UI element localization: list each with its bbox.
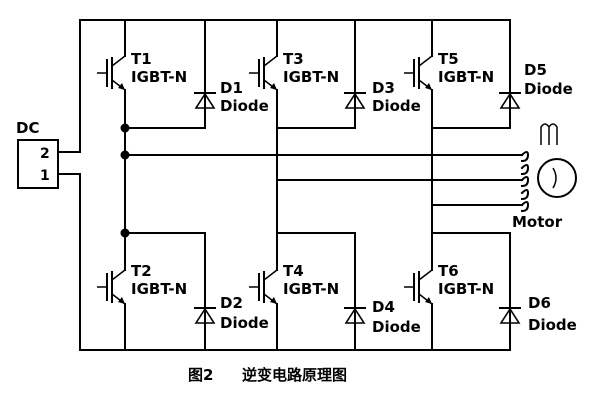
motor: Motor — [512, 123, 577, 231]
dc-pin-bottom: 1 — [40, 168, 50, 184]
d5-type: Diode — [524, 80, 573, 98]
positive-rail-wire — [57, 19, 511, 153]
t2-type: IGBT-N — [131, 280, 187, 298]
winding-b — [520, 176, 530, 201]
junction-dot — [120, 228, 130, 238]
figure-caption: 图2 逆变电路原理图 — [188, 366, 347, 384]
diode-d2: D2 Diode — [194, 294, 269, 332]
d2-type: Diode — [220, 314, 269, 332]
junction-dot — [120, 150, 130, 160]
motor-coil-icon — [540, 123, 558, 145]
t3-type: IGBT-N — [283, 68, 339, 86]
diode-d1: D1 Diode — [194, 79, 269, 115]
t1-id: T1 — [131, 50, 152, 68]
winding-a — [520, 151, 530, 176]
switch-t5: T5 IGBT-N — [403, 47, 494, 99]
caption-title: 逆变电路原理图 — [242, 366, 347, 384]
dc-pin-top: 2 — [40, 146, 50, 162]
switch-t6: T6 IGBT-N — [403, 261, 494, 313]
d3-type: Diode — [372, 97, 421, 115]
caption-figure-no: 图2 — [188, 366, 213, 384]
junction-dots — [120, 123, 130, 238]
dc-box — [17, 139, 59, 189]
junction-dot — [120, 123, 130, 133]
t2-id: T2 — [131, 262, 152, 280]
dc-source: DC 2 1 — [16, 119, 59, 189]
t4-id: T4 — [283, 262, 304, 280]
d1-type: Diode — [220, 97, 269, 115]
diode-d6: D6 Diode — [499, 294, 577, 334]
dc-label: DC — [16, 119, 39, 137]
winding-c — [520, 201, 530, 213]
motor-rotor — [537, 158, 577, 198]
switch-t3: T3 IGBT-N — [248, 47, 339, 99]
t5-id: T5 — [438, 50, 459, 68]
d3-id: D3 — [372, 79, 395, 97]
motor-label: Motor — [512, 213, 563, 231]
negative-rail-wire — [57, 173, 511, 351]
motor-rotor-mark — [552, 167, 557, 189]
switch-t4: T4 IGBT-N — [248, 261, 339, 313]
d2-id: D2 — [220, 294, 243, 312]
switch-t2: T2 IGBT-N — [96, 261, 187, 313]
d4-type: Diode — [372, 318, 421, 336]
d6-id: D6 — [528, 294, 551, 312]
t6-type: IGBT-N — [438, 280, 494, 298]
t3-id: T3 — [283, 50, 304, 68]
switch-t1: T1 IGBT-N — [96, 47, 187, 99]
t1-type: IGBT-N — [131, 68, 187, 86]
diode-d3: D3 Diode — [344, 79, 421, 115]
circuit-wires — [57, 19, 523, 351]
d4-id: D4 — [372, 298, 395, 316]
d5-id: D5 — [524, 61, 547, 79]
d6-type: Diode — [528, 316, 577, 334]
diode-d4: D4 Diode — [344, 298, 421, 336]
t4-type: IGBT-N — [283, 280, 339, 298]
t5-type: IGBT-N — [438, 68, 494, 86]
diode-d5: D5 Diode — [499, 61, 573, 109]
d1-id: D1 — [220, 79, 243, 97]
t6-id: T6 — [438, 262, 459, 280]
